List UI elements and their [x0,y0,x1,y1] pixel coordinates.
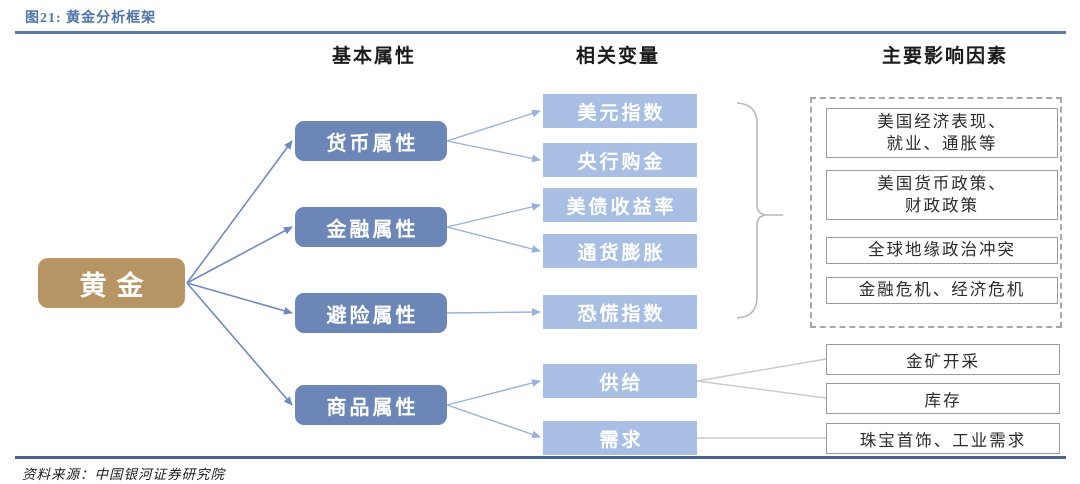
arrow-gold-to-commodity [186,282,293,406]
line-supply-to-mining [696,358,827,382]
factor-jewelry-industrial-demand: 珠宝首饰、工业需求 [826,423,1060,454]
node-centralbank-gold-buying: 央行购金 [543,143,697,177]
arrow-commodity-to-supply [446,379,541,406]
factor-text-line: 金融危机、经济危机 [858,280,1026,300]
factor-text-line: 美国经济表现、 [877,111,1007,131]
line-supply-to-inventory [696,380,827,399]
column-header-related-variables: 相关变量 [575,46,660,67]
factor-geopolitical-conflict: 全球地缘政治冲突 [826,237,1058,264]
figure-title: 图21: 黄金分析框架 [25,11,157,26]
main-factors-group-container [810,97,1062,328]
factor-text-line: 财政政策 [905,196,979,215]
node-demand: 需求 [543,421,697,455]
top-rule-divider [15,31,1066,34]
node-currency-attribute: 货币属性 [295,121,447,161]
node-financial-attribute: 金融属性 [295,207,447,247]
arrow-gold-to-safehaven [186,282,293,315]
arrow-currency-to-centralbank [446,140,541,163]
factor-inventory: 库存 [826,383,1060,414]
factor-gold-mining: 金矿开采 [826,344,1060,375]
factor-text-line: 就业、通胀等 [886,134,998,153]
arrow-safehaven-to-fear-index [446,308,541,317]
node-usd-index: 美元指数 [543,94,697,128]
bottom-rule-divider [15,456,1066,459]
factor-text-line: 美国货币政策、 [877,173,1007,193]
node-safehaven-attribute: 避险属性 [295,293,447,333]
node-inflation: 通货膨胀 [543,234,697,268]
column-header-basic-attributes: 基本属性 [331,46,416,67]
curly-brace [736,102,767,319]
node-gold: 黄金 [38,258,185,308]
arrow-gold-to-currency [186,140,293,284]
node-commodity-attribute: 商品属性 [295,385,447,425]
factor-us-policy: 美国货币政策、 财政政策 [826,170,1058,220]
arrow-financial-to-inflation [446,226,541,253]
node-fear-index: 恐慌指数 [543,295,697,329]
data-source-note: 资料来源：中国银河证券研究院 [22,467,225,482]
arrow-gold-to-financial [186,226,293,284]
factor-us-economy: 美国经济表现、 就业、通胀等 [826,108,1058,158]
node-us-treasury-yield: 美债收益率 [543,188,697,222]
node-supply: 供给 [543,364,697,398]
factor-financial-economic-crisis: 金融危机、经济危机 [826,277,1058,304]
arrow-currency-to-usd-index [446,109,541,142]
arrow-financial-to-treasury-yield [446,202,541,228]
arrow-commodity-to-demand [446,404,541,439]
factor-text-line: 全球地缘政治冲突 [868,240,1016,260]
column-header-main-factors: 主要影响因素 [881,46,1008,67]
